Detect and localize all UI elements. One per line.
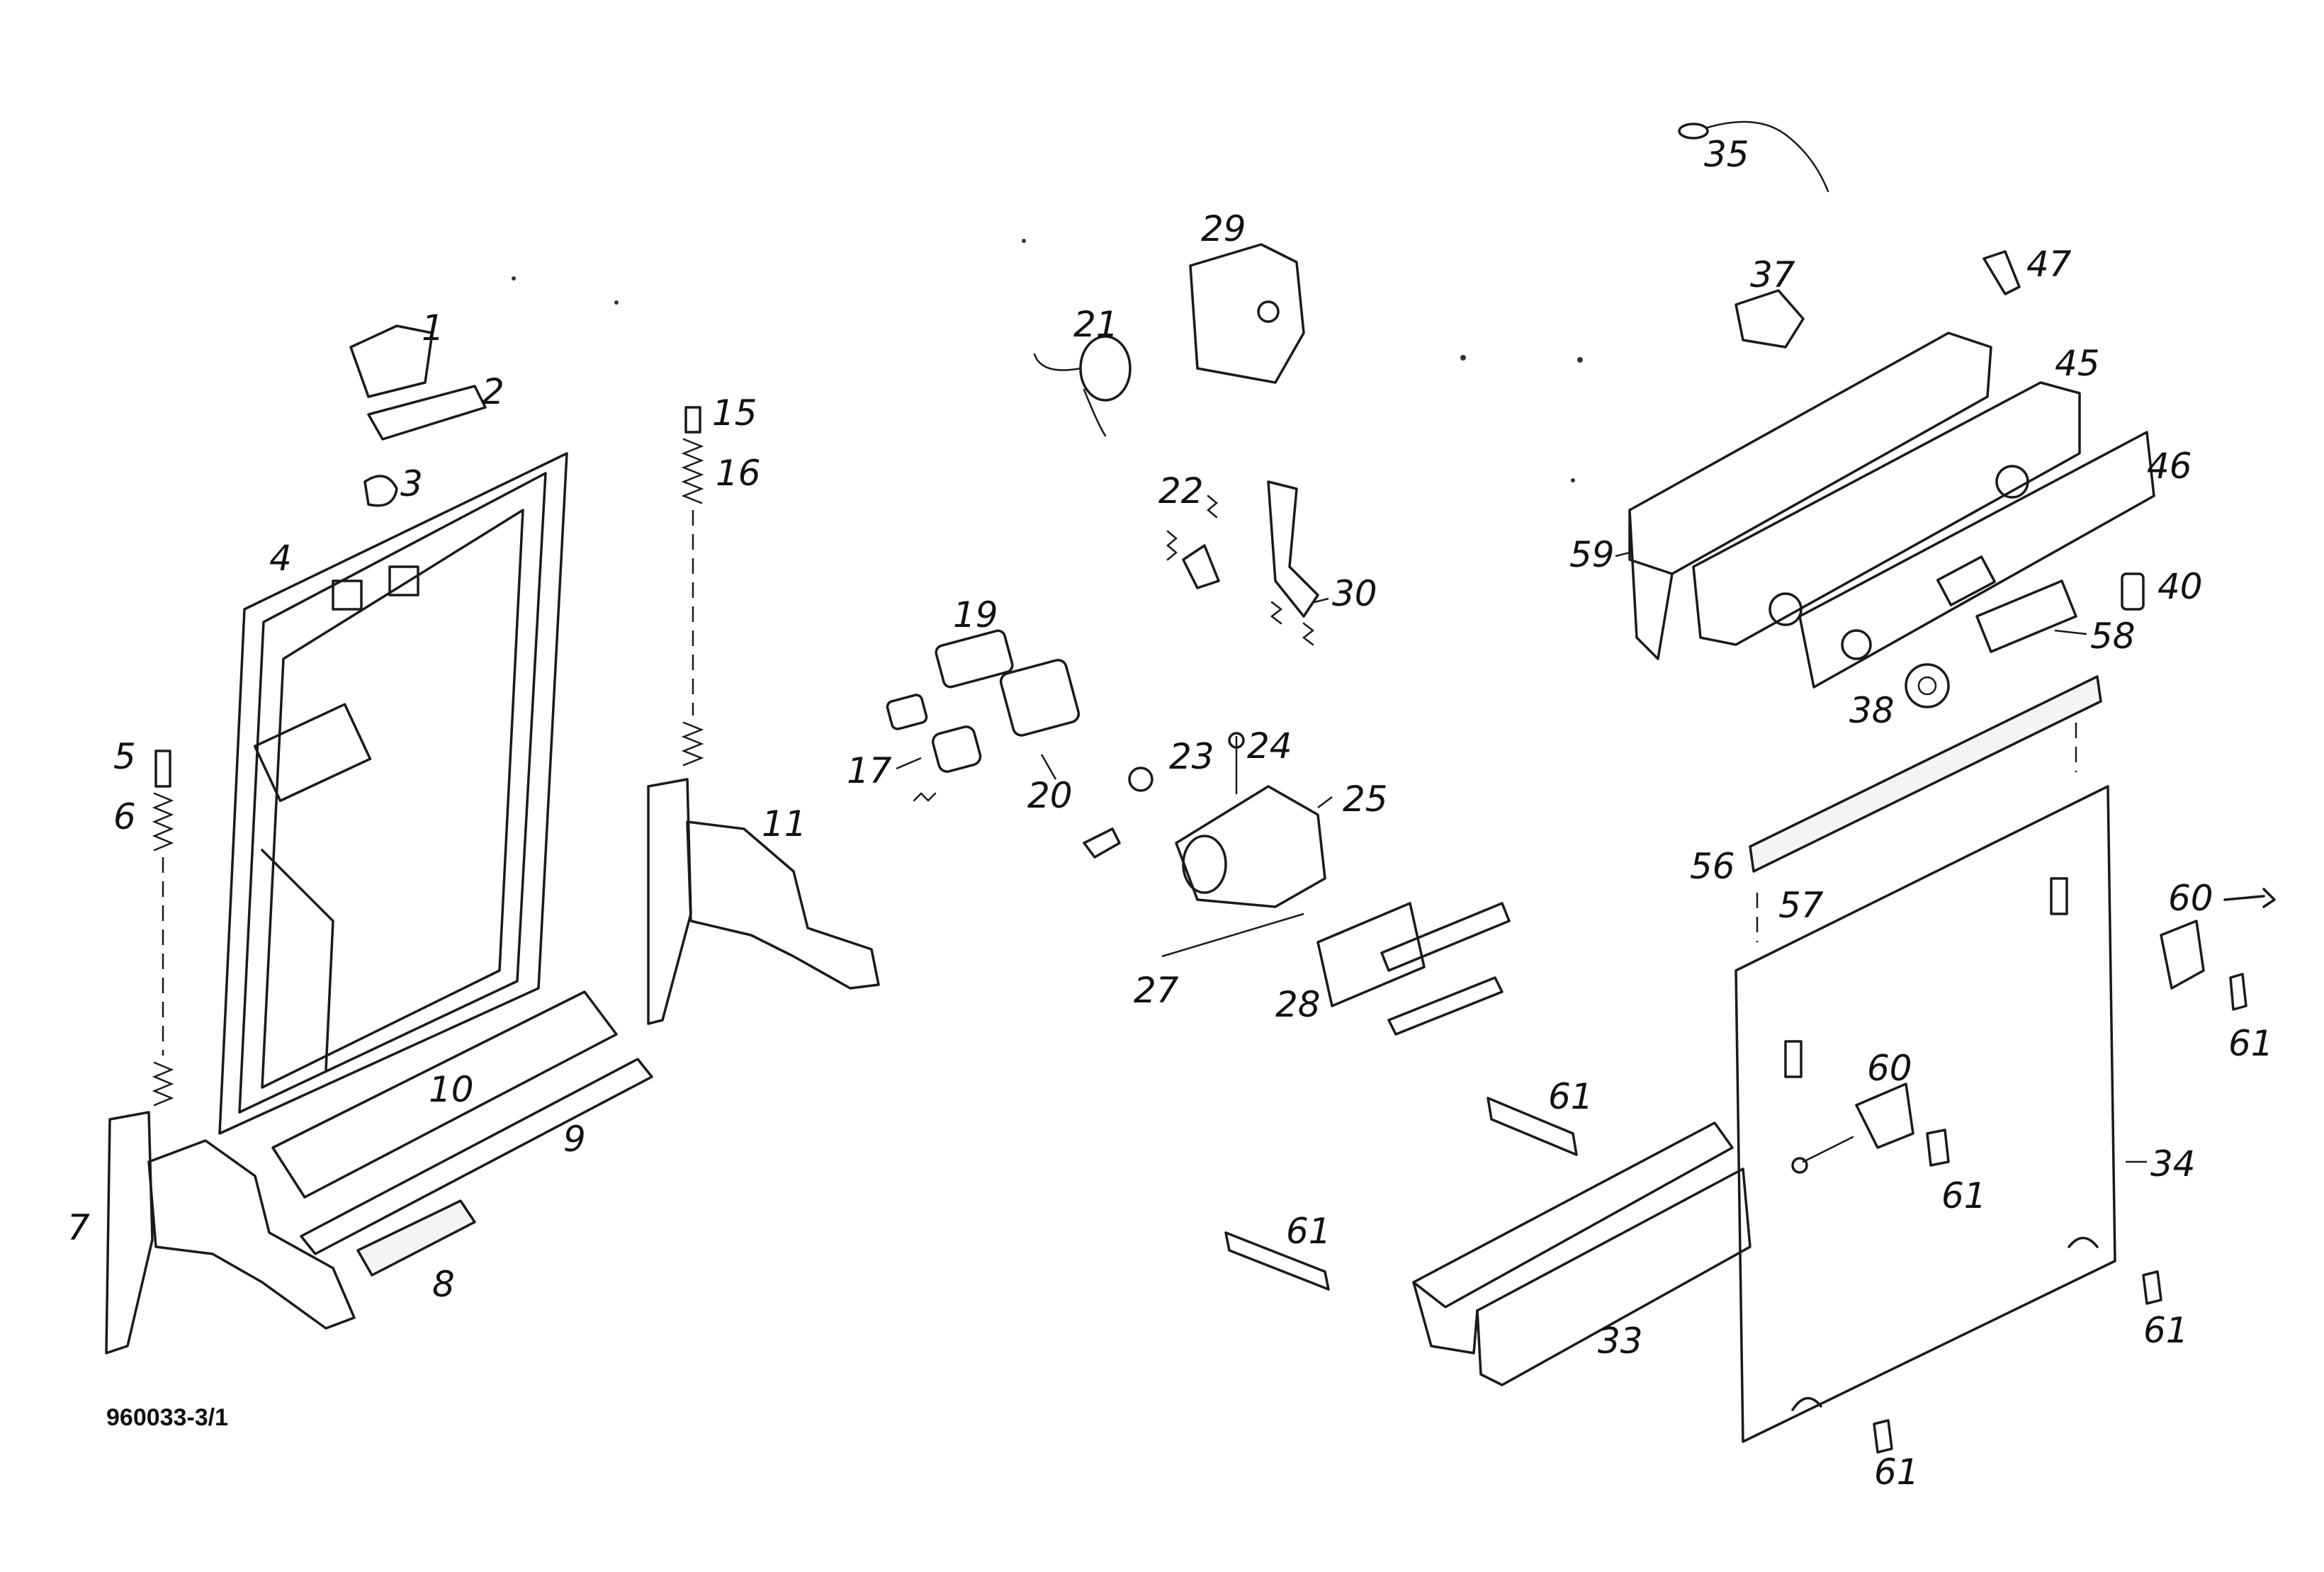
callout-15: 15 [712,392,757,434]
inner-door-frame [218,452,568,1135]
callout-61-e: 61 [2143,1310,2189,1351]
callout-59: 59 [1569,534,1615,575]
outer-door-panel-34 [1734,785,2116,1443]
hinge-parts-60-61 [1791,888,2276,1174]
knob-38 [1905,663,1950,708]
callout-61-f: 61 [1874,1452,1919,1493]
leader-lines [896,551,2147,1163]
clips-61 [1224,1097,2162,1454]
callout-61-d: 61 [1286,1211,1331,1252]
callout-22: 22 [1158,470,1204,511]
callout-20: 20 [1027,775,1073,816]
callout-46: 46 [2147,446,2192,487]
panel-fascia-45 [1692,381,2081,646]
callout-3: 3 [400,463,423,504]
sensor-cable-35 [1678,120,1829,193]
callout-16: 16 [716,453,761,494]
callout-2: 2 [482,371,504,412]
right-hinge-bracket [647,778,880,1025]
switch-parts-22-30 [1166,480,1319,646]
callout-34: 34 [2150,1143,2196,1184]
small-parts-37-40-47-58 [1734,250,2145,653]
callout-61-a: 61 [2228,1023,2274,1064]
callout-58: 58 [2090,616,2136,657]
callout-37: 37 [1750,254,1795,295]
panel-front-46 [1798,431,2155,689]
programmer-29 [1189,243,1305,384]
callout-labels: 1 2 3 4 5 6 7 8 9 10 11 15 16 17 19 20 2… [67,134,2274,1493]
trim-strip-56 [1749,675,2102,942]
callout-56: 56 [1690,846,1735,887]
callout-11: 11 [762,803,807,844]
callout-61-b: 61 [1941,1175,1987,1216]
switch-block-25 [1128,732,1326,908]
callout-6: 6 [113,796,136,837]
callout-35: 35 [1704,134,1749,175]
callout-60-right: 60 [2168,878,2213,919]
callout-30: 30 [1332,573,1377,614]
callout-27: 27 [1134,970,1179,1011]
callout-28: 28 [1275,984,1321,1025]
callout-38: 38 [1849,690,1895,731]
callout-21: 21 [1073,304,1119,345]
callout-24: 24 [1247,725,1292,767]
control-panel-59 [1628,332,1992,660]
callout-60-center: 60 [1867,1048,1912,1089]
drawing-number: 960033-3/1 [106,1404,228,1431]
callout-25: 25 [1343,779,1388,820]
timer-knob-21 [1033,335,1132,437]
callout-5: 5 [113,736,136,777]
right-hinge-spring [681,406,704,767]
callout-57: 57 [1778,885,1824,926]
button-caps-17-20 [886,629,1081,802]
bottom-trim-parts [271,990,653,1277]
callout-9: 9 [563,1119,586,1160]
callout-1: 1 [422,307,444,349]
callout-45: 45 [2055,343,2100,384]
callout-40: 40 [2157,566,2203,607]
callout-8: 8 [432,1264,455,1305]
callout-7: 7 [67,1207,90,1248]
callout-33: 33 [1598,1321,1643,1362]
callout-47: 47 [2026,244,2072,285]
callout-61-c: 61 [1548,1076,1593,1117]
callout-23: 23 [1169,736,1214,777]
top-latch-parts [349,324,487,507]
callout-10: 10 [429,1069,474,1110]
callout-17: 17 [847,750,892,791]
left-hinge-spring [152,750,174,1107]
bracket-27-28 [1083,827,1511,1036]
kickplate-33 [1412,1121,1752,1386]
left-hinge-bracket [105,1111,356,1355]
callout-19: 19 [953,594,998,635]
callout-29: 29 [1201,208,1246,249]
callout-4: 4 [269,538,292,579]
